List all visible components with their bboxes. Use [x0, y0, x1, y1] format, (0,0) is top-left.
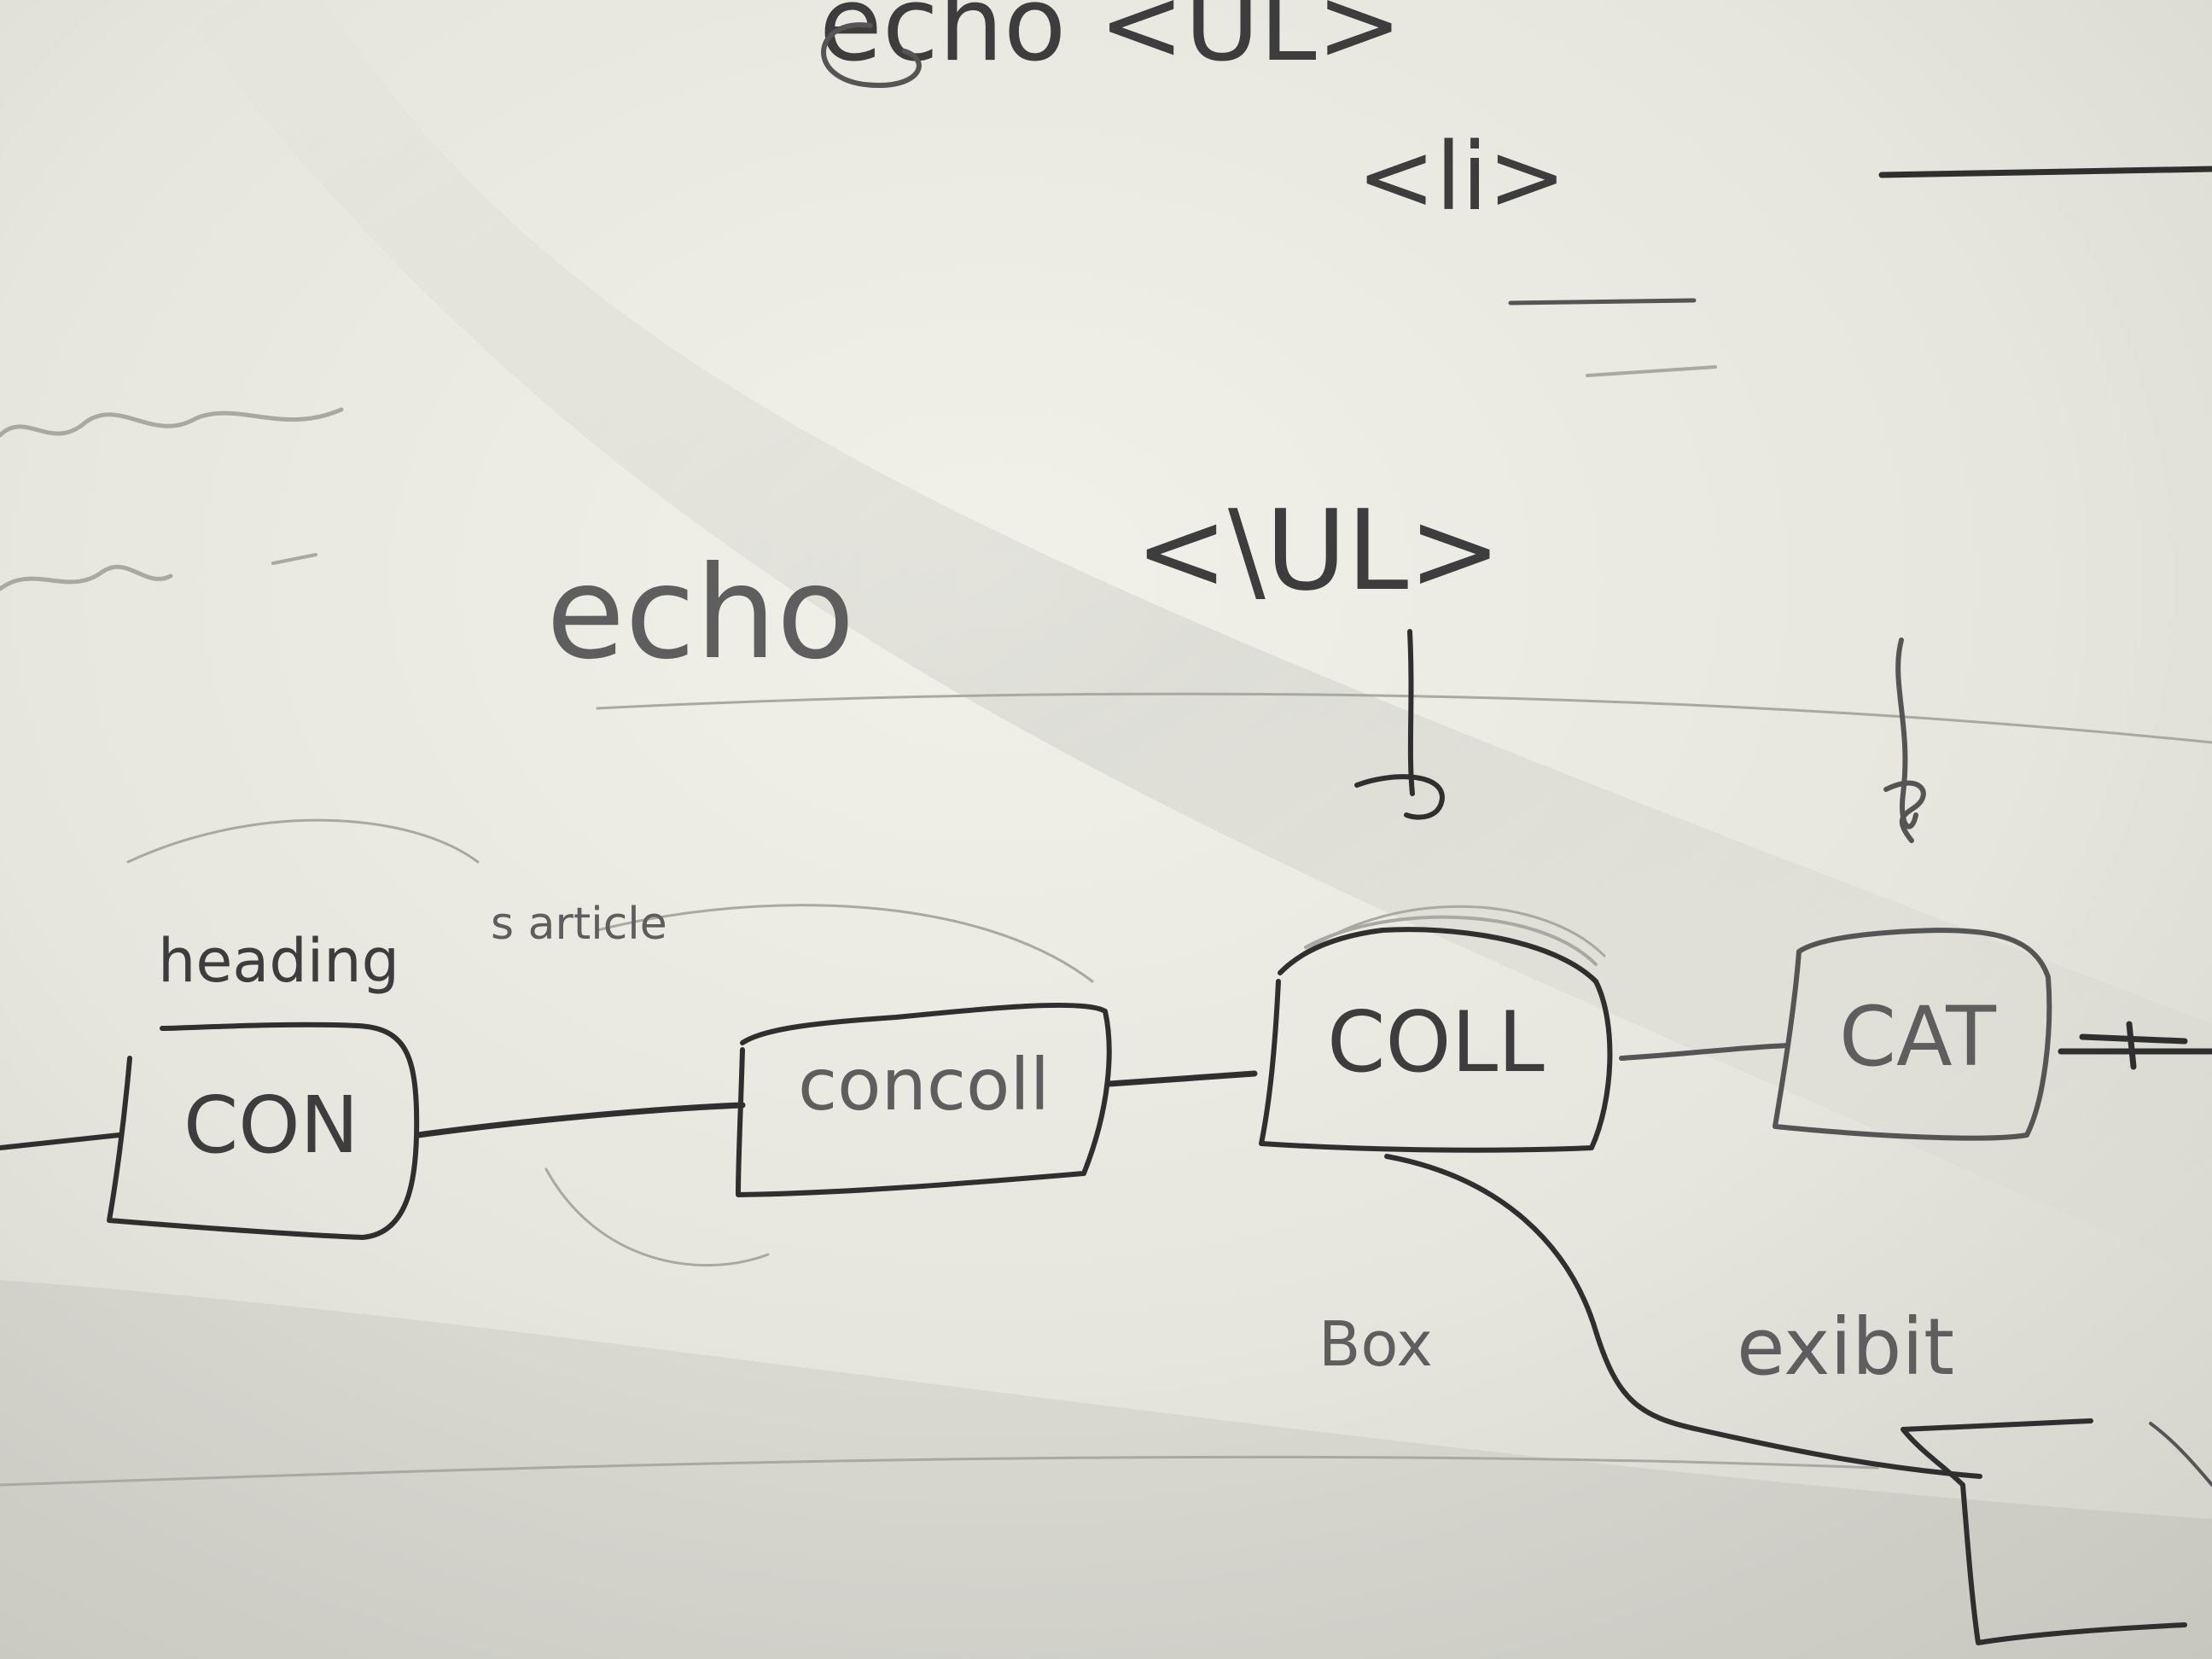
node-exhibit-outline: [1901, 1418, 2187, 1645]
faint-scribble-left-2: [0, 564, 173, 591]
faint-bottom-line: [0, 1455, 1879, 1487]
arrow-ul-stem: [1407, 629, 1415, 796]
node-coll-top-stroke: [1304, 915, 1598, 966]
connector-coll-cat: [1619, 1043, 1790, 1061]
faint-scribble-left-1: [0, 407, 344, 438]
node-concoll: concoll: [736, 1002, 1112, 1197]
label-exhibit: exibit: [1737, 1301, 1954, 1393]
node-coll-label: COLL: [1327, 994, 1545, 1091]
connector-coll-exhibit: [1384, 1154, 1982, 1479]
node-exhibit-side: [2149, 1422, 2212, 1487]
arrow-cat-stem: [1895, 637, 1918, 830]
arrow-ul-head: [1354, 774, 1445, 820]
li-right-line: [1878, 166, 2212, 178]
note-article: s article: [491, 899, 667, 950]
arrow-cat-head: [1883, 780, 1926, 843]
paper-shadow-fold: [171, 0, 2212, 1280]
node-concoll-label: concoll: [798, 1043, 1050, 1126]
connector-concoll-coll: [1106, 1070, 1258, 1087]
node-exhibit: [1901, 1418, 2212, 1645]
node-con-outline: [107, 1022, 420, 1240]
connector-con-concoll: [415, 1102, 746, 1138]
li-tag: <li>: [1357, 122, 1566, 231]
top-echo-swirl: [821, 22, 922, 88]
node-coll-outline: [1259, 927, 1613, 1153]
faint-erased-dash: [271, 553, 317, 565]
connector-left-in: [0, 1132, 122, 1150]
faint-guide-line: [596, 692, 2212, 744]
ul-close-tag: <\UL>: [1135, 486, 1501, 615]
connector-cat-right: [2058, 1021, 2212, 1070]
faint-arc-mid: [596, 904, 1094, 983]
top-echo-ul-tag: echo <UL>: [819, 0, 1402, 84]
node-cat-label: CAT: [1839, 989, 1996, 1085]
node-cat-outline: [1773, 928, 2052, 1141]
faint-arc-coll: [1278, 905, 1606, 975]
faint-arc-left: [126, 818, 480, 864]
node-con: CON: [107, 1022, 420, 1240]
note-heading: heading: [158, 926, 399, 996]
node-cat: CAT: [1773, 928, 2052, 1141]
paper-shadow-lower: [0, 1280, 2212, 1659]
li-faint-underline: [1586, 365, 1717, 377]
li-underline: [1508, 298, 1697, 306]
node-con-label: CON: [183, 1080, 358, 1171]
echo-word: echo: [546, 539, 855, 688]
faint-bottom-left: [544, 1167, 770, 1267]
node-concoll-outline: [736, 1002, 1112, 1197]
node-coll: COLL: [1259, 915, 1613, 1153]
label-box: Box: [1318, 1308, 1433, 1380]
